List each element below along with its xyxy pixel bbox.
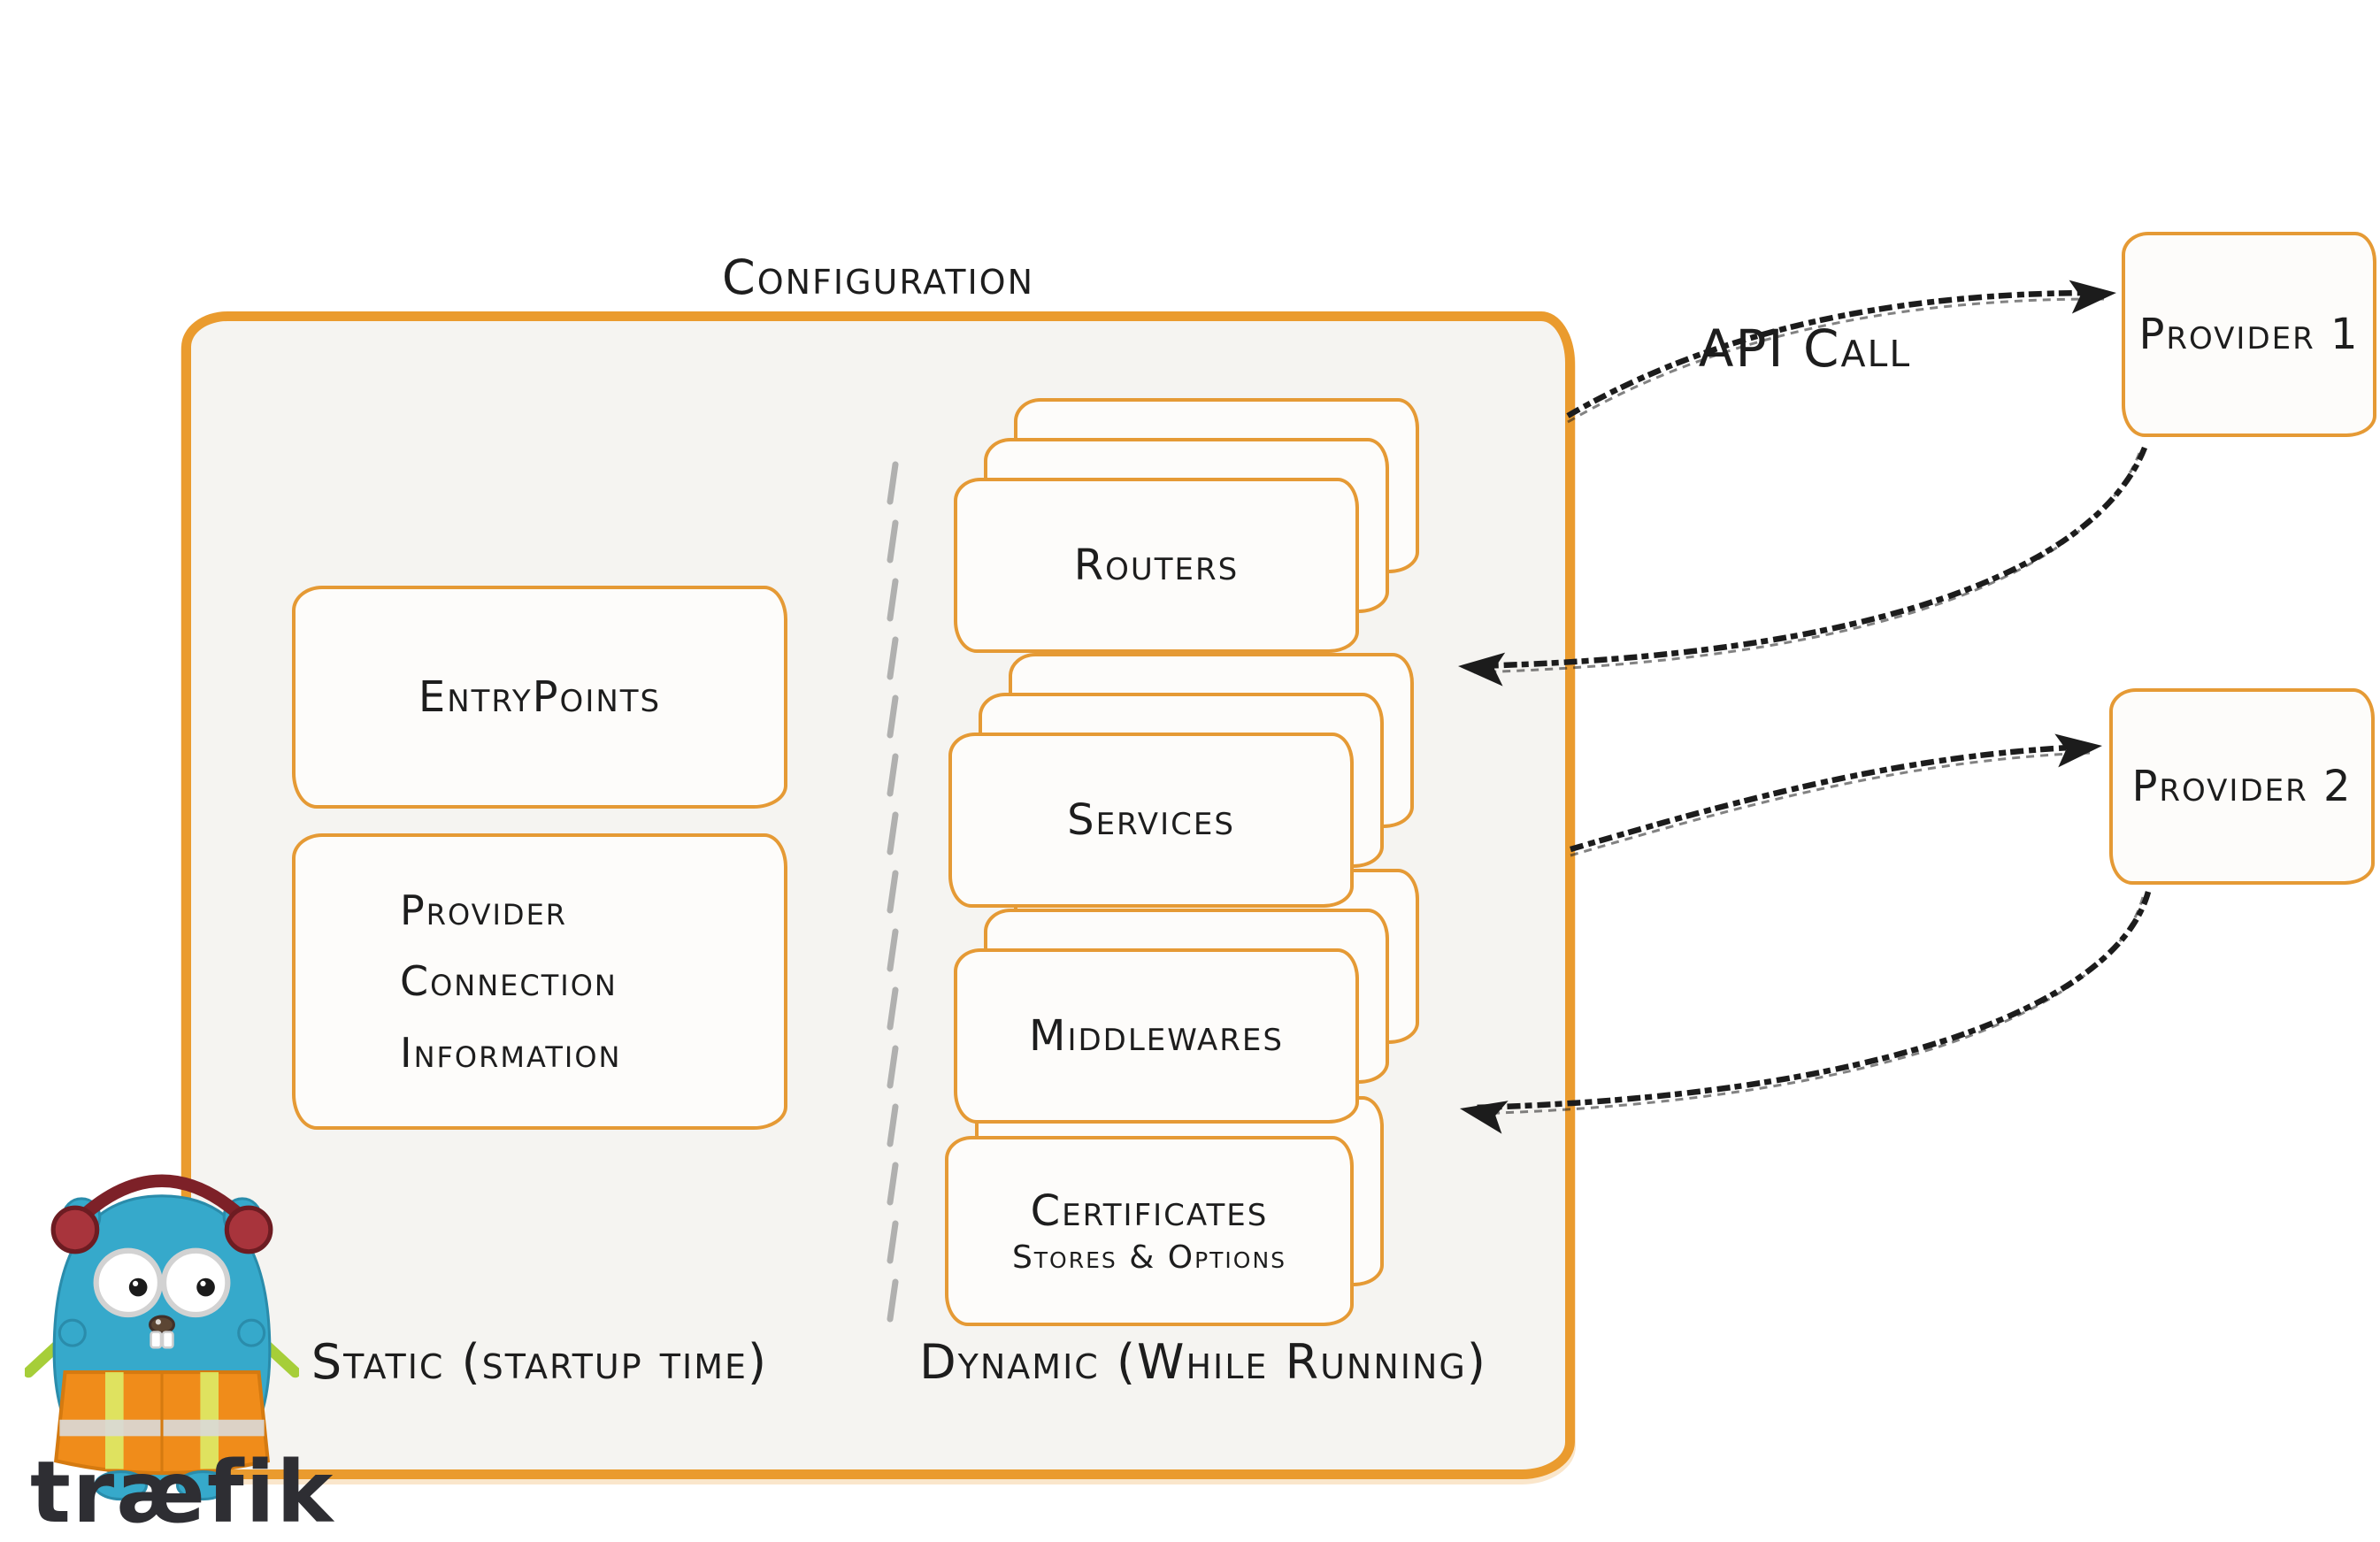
entrypoints-box: EntryPoints: [292, 586, 787, 809]
services-stack: Services: [948, 653, 1414, 908]
routers-stack: Routers: [954, 398, 1419, 653]
gopher-hands: [58, 1318, 266, 1347]
provider-info-line: Connection: [400, 957, 618, 1006]
provider-2-box: Provider 2: [2109, 688, 2375, 885]
arrow-head: [2054, 733, 2102, 768]
provider-2-label: Provider 2: [2131, 762, 2353, 811]
routers-box: Routers: [954, 478, 1359, 653]
provider-connection-box: Provider Connection Information: [292, 833, 787, 1130]
provider-1-box: Provider 1: [2122, 232, 2376, 437]
dynamic-column-label: Dynamic (While Running): [919, 1334, 1487, 1390]
middlewares-stack: Middlewares: [954, 869, 1419, 1124]
gopher-face: [93, 1247, 231, 1349]
certificates-box: Certificates Stores & Options: [945, 1136, 1354, 1326]
middlewares-label: Middlewares: [1029, 1011, 1284, 1061]
provider-1-label: Provider 1: [2138, 310, 2360, 359]
diagram-title: Configuration: [721, 249, 1035, 305]
arrow-stroke-secondary: [1570, 751, 2091, 857]
traefik-mascot: [25, 1174, 299, 1501]
entrypoints-label: EntryPoints: [418, 672, 662, 722]
services-box: Services: [948, 733, 1354, 908]
services-label: Services: [1067, 795, 1235, 845]
gopher-feet: [94, 1470, 230, 1501]
certificates-stack: Certificates Stores & Options: [945, 1096, 1384, 1326]
middlewares-box: Middlewares: [954, 948, 1359, 1124]
certificates-sublabel: Stores & Options: [1011, 1239, 1287, 1276]
safety-vest: [53, 1369, 271, 1476]
routers-label: Routers: [1073, 541, 1240, 590]
api-call-label: API Call: [1698, 318, 1912, 379]
provider-info-line: Provider: [400, 886, 568, 934]
static-column-label: Static (startup time): [311, 1334, 769, 1390]
traefik-wordmark: træfik: [30, 1443, 335, 1542]
arrow-head: [2069, 280, 2116, 314]
certificates-label: Certificates: [1030, 1186, 1269, 1236]
headphones-icon: [50, 1174, 273, 1254]
config-to-provider2-arrow: [1570, 733, 2102, 857]
provider-info-line: Information: [400, 1028, 622, 1077]
arrow-stroke: [1570, 743, 2091, 853]
